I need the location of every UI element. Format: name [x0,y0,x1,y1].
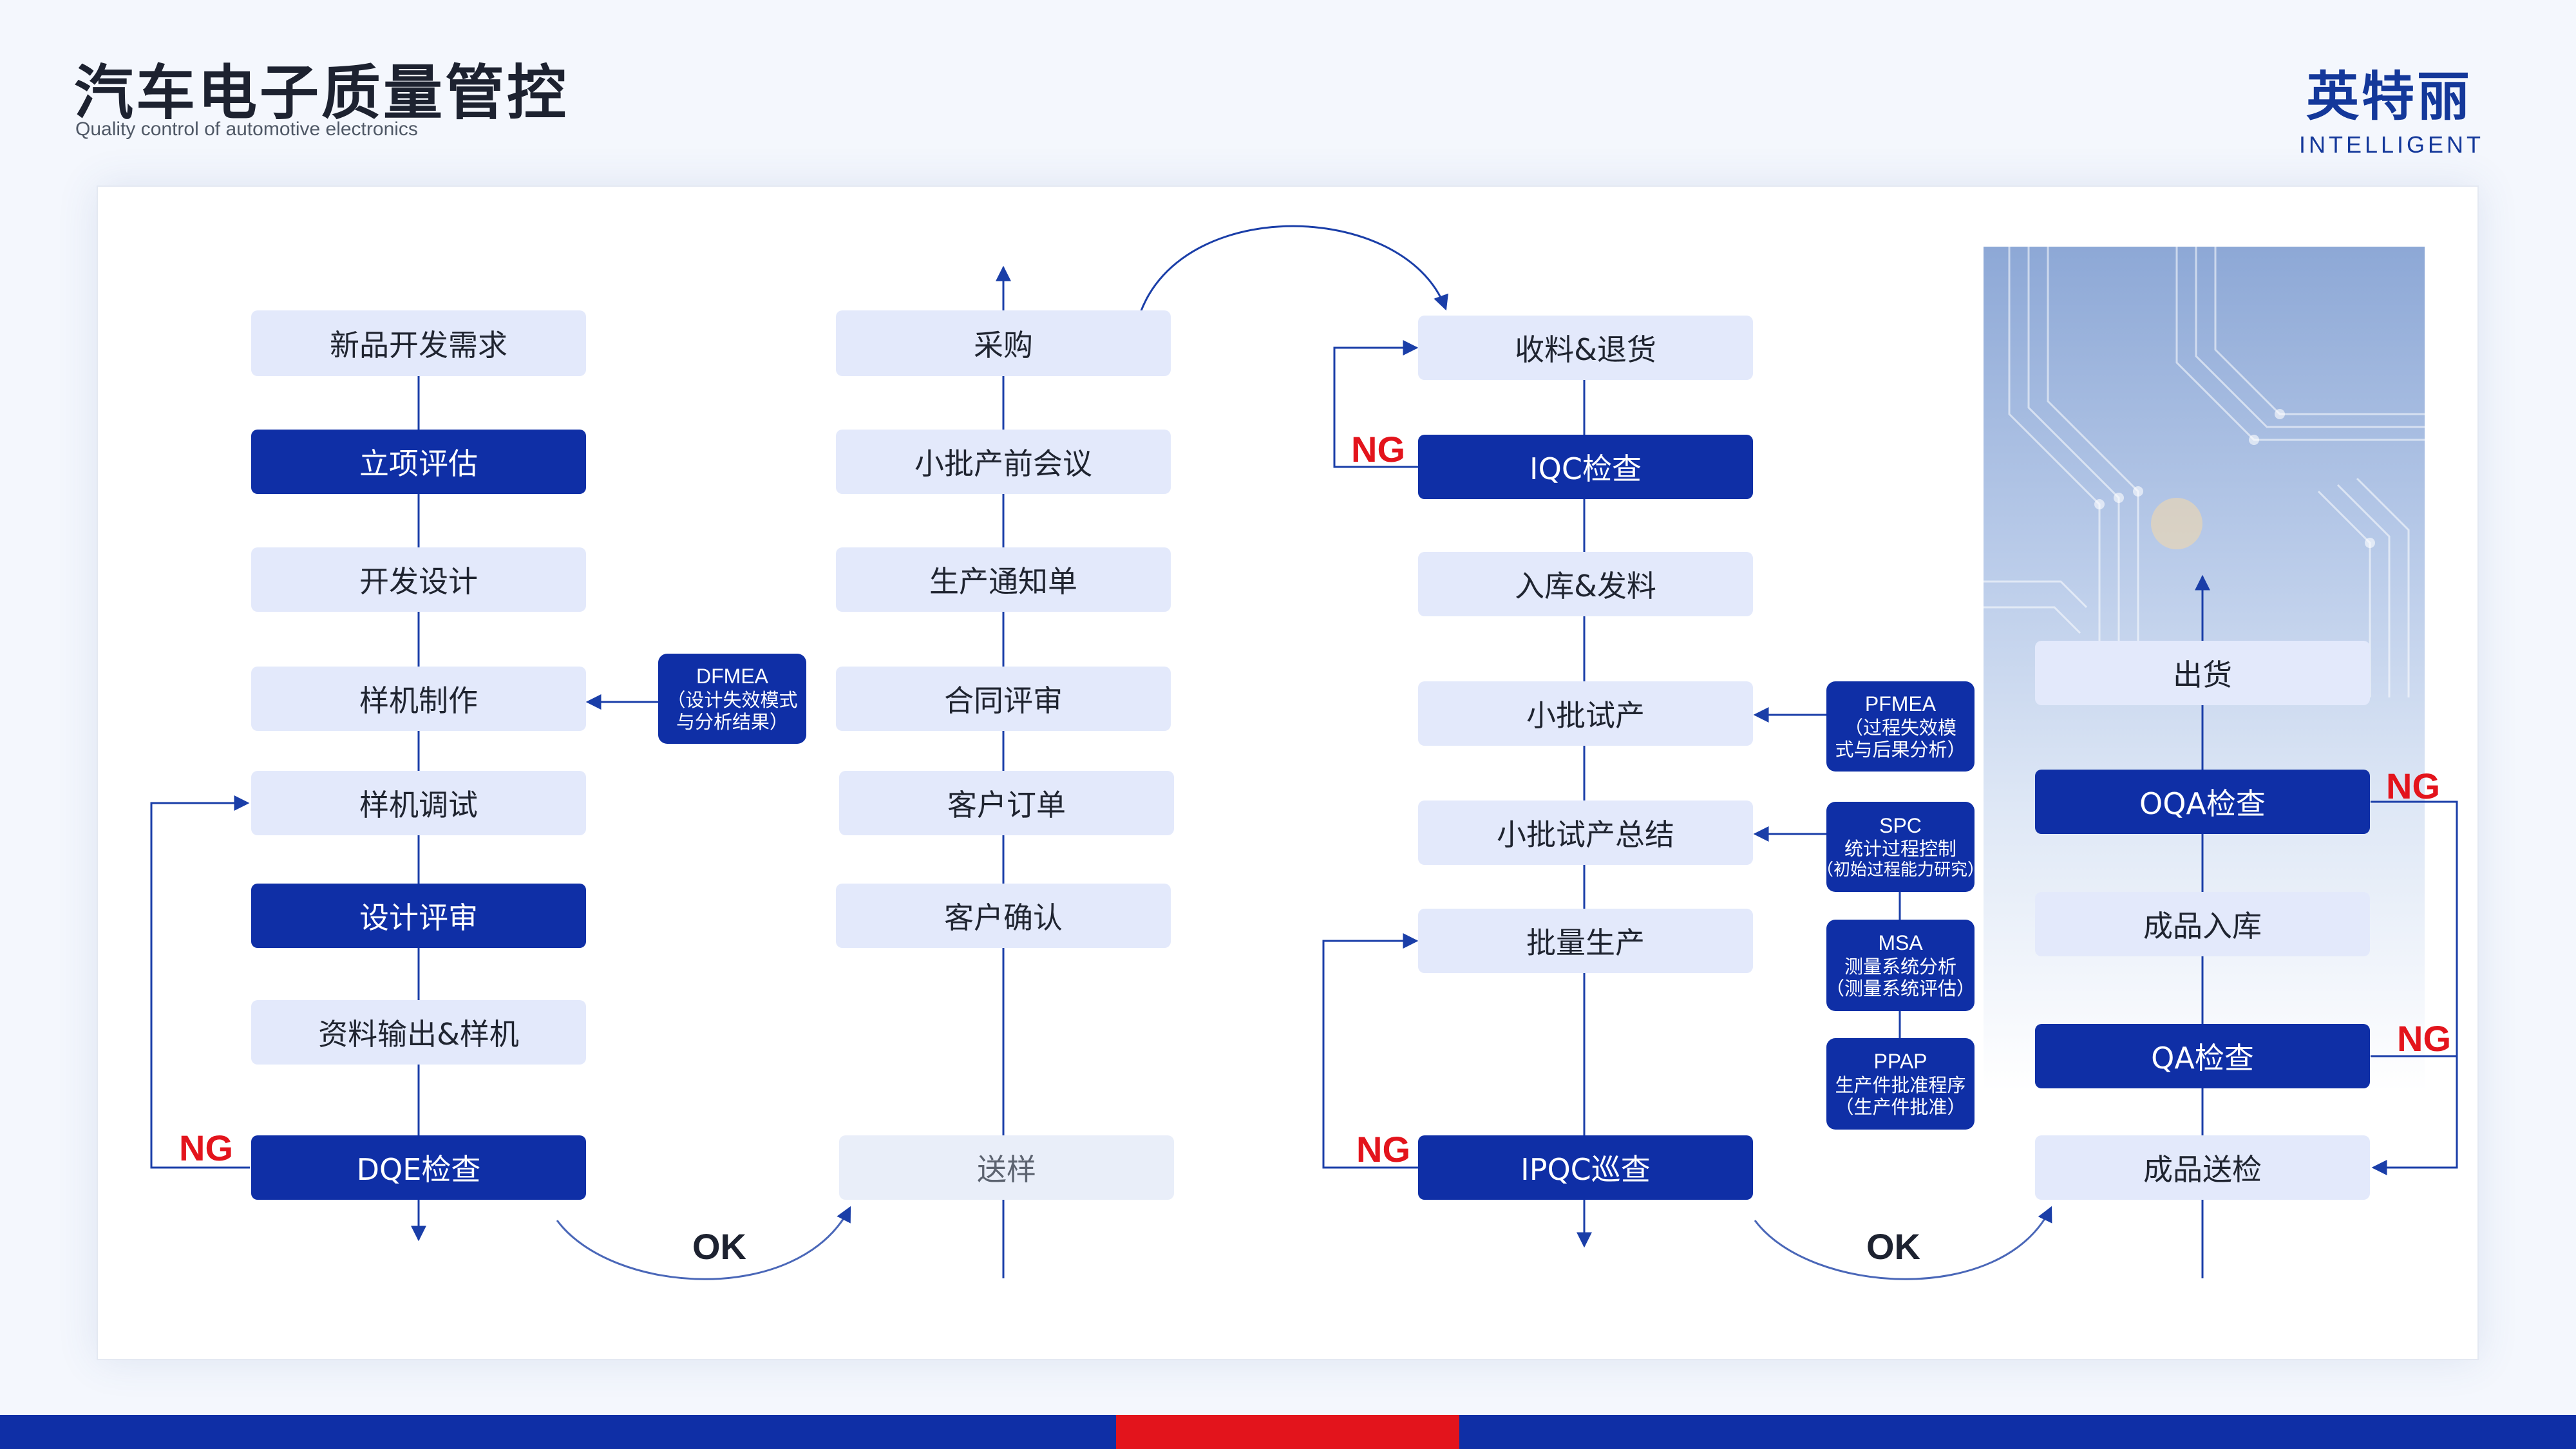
note-spc-title: SPC [1879,813,1922,837]
step-customer-order: 客户订单 [839,771,1174,835]
ng-loop-iqc [1333,340,1419,468]
footer-bar-right [1459,1415,2576,1449]
note-msa-line2: （测量系统评估） [1826,977,1976,999]
step-oqa-inspection: OQA检查 [2035,770,2370,834]
footer-bar-center [1116,1415,1459,1449]
note-ppap-title: PPAP [1873,1049,1927,1073]
note-dfmea-line1: （设计失效模式 [667,688,798,711]
note-pfmea-title: PFMEA [1864,692,1937,715]
note-pfmea: PFMEA （过程失效模 式与后果分析） [1826,681,1975,772]
ng-label-iqc: NG [1351,429,1405,469]
step-purchase: 采购 [836,310,1171,376]
ng-label-dqe: NG [179,1128,233,1168]
arc-ok-right [1754,1206,2052,1280]
ng-loop-dqe [150,795,250,1169]
step-new-product-demand: 新品开发需求 [251,310,586,376]
ng-label-qa: NG [2397,1018,2451,1059]
step-warehousing-issue: 入库&发料 [1418,552,1753,616]
note-spc-line1: 统计过程控制 [1844,838,1956,860]
note-pfmea-line1: （过程失效模 [1844,716,1956,739]
ng-label-oqa: NG [2386,766,2440,806]
step-send-sample: 送样 [839,1135,1174,1200]
circuit-board-image [1984,247,2425,1277]
company-logo: 英特丽 INTELLIGENT [2299,66,2485,158]
ok-label-right: OK [1866,1226,1920,1267]
ng-label-ipqc: NG [1356,1129,1410,1170]
step-dqe-inspection: DQE检查 [251,1135,586,1200]
logo-english: INTELLIGENT [2299,131,2485,158]
note-msa-title: MSA [1878,931,1923,954]
page-subtitle: Quality control of automotive electronic… [75,118,418,140]
circuit-traces-icon [1984,247,2425,697]
step-prototype-debugging: 样机调试 [251,771,586,835]
ng-loop-oqa [2371,800,2458,1175]
step-shipment: 出货 [2035,641,2370,705]
note-dfmea-title: DFMEA [696,664,768,688]
step-small-batch-trial: 小批试产 [1418,681,1753,746]
step-prototype-making: 样机制作 [251,667,586,731]
note-msa-line1: 测量系统分析 [1844,955,1956,978]
step-trial-summary: 小批试产总结 [1418,800,1753,865]
logo-chinese: 英特丽 [2306,66,2472,128]
ok-label-left: OK [692,1226,746,1267]
note-pfmea-line2: 式与后果分析） [1835,738,1966,761]
footer-bar-left [0,1415,1116,1449]
step-development-design: 开发设计 [251,547,586,612]
arc-purchase-to-receiving [1132,225,1448,345]
page-title: 汽车电子质量管控 [74,59,569,128]
step-design-review: 设计评审 [251,884,586,948]
ng-loop-ipqc [1322,933,1419,1169]
step-ipqc-patrol: IPQC巡查 [1418,1135,1753,1200]
note-ppap-line1: 生产件批准程序 [1835,1074,1966,1096]
step-production-notice: 生产通知单 [836,547,1171,612]
step-finished-goods-storage: 成品入库 [2035,892,2370,956]
step-customer-confirmation: 客户确认 [836,884,1171,948]
step-iqc-inspection: IQC检查 [1418,435,1753,499]
note-ppap-line2: （生产件批准） [1835,1095,1966,1118]
note-dfmea: DFMEA （设计失效模式 与分析结果） [658,654,806,744]
step-preproduction-meeting: 小批产前会议 [836,430,1171,494]
step-documentation-output: 资料输出&样机 [251,1000,586,1065]
note-dfmea-line2: 与分析结果） [676,710,788,733]
note-msa: MSA 测量系统分析 （测量系统评估） [1826,920,1975,1011]
step-contract-review: 合同评审 [836,667,1171,731]
step-qa-inspection: QA检查 [2035,1024,2370,1088]
note-spc-line2: （初始过程能力研究） [1817,860,1985,880]
step-project-evaluation: 立项评估 [251,430,586,494]
arc-ok-left [556,1206,851,1280]
step-receiving-returns: 收料&退货 [1418,316,1753,380]
step-finished-goods-submission: 成品送检 [2035,1135,2370,1200]
note-spc: SPC 统计过程控制 （初始过程能力研究） [1817,802,1984,892]
note-ppap: PPAP 生产件批准程序 （生产件批准） [1826,1038,1975,1130]
step-mass-production: 批量生产 [1418,909,1753,973]
